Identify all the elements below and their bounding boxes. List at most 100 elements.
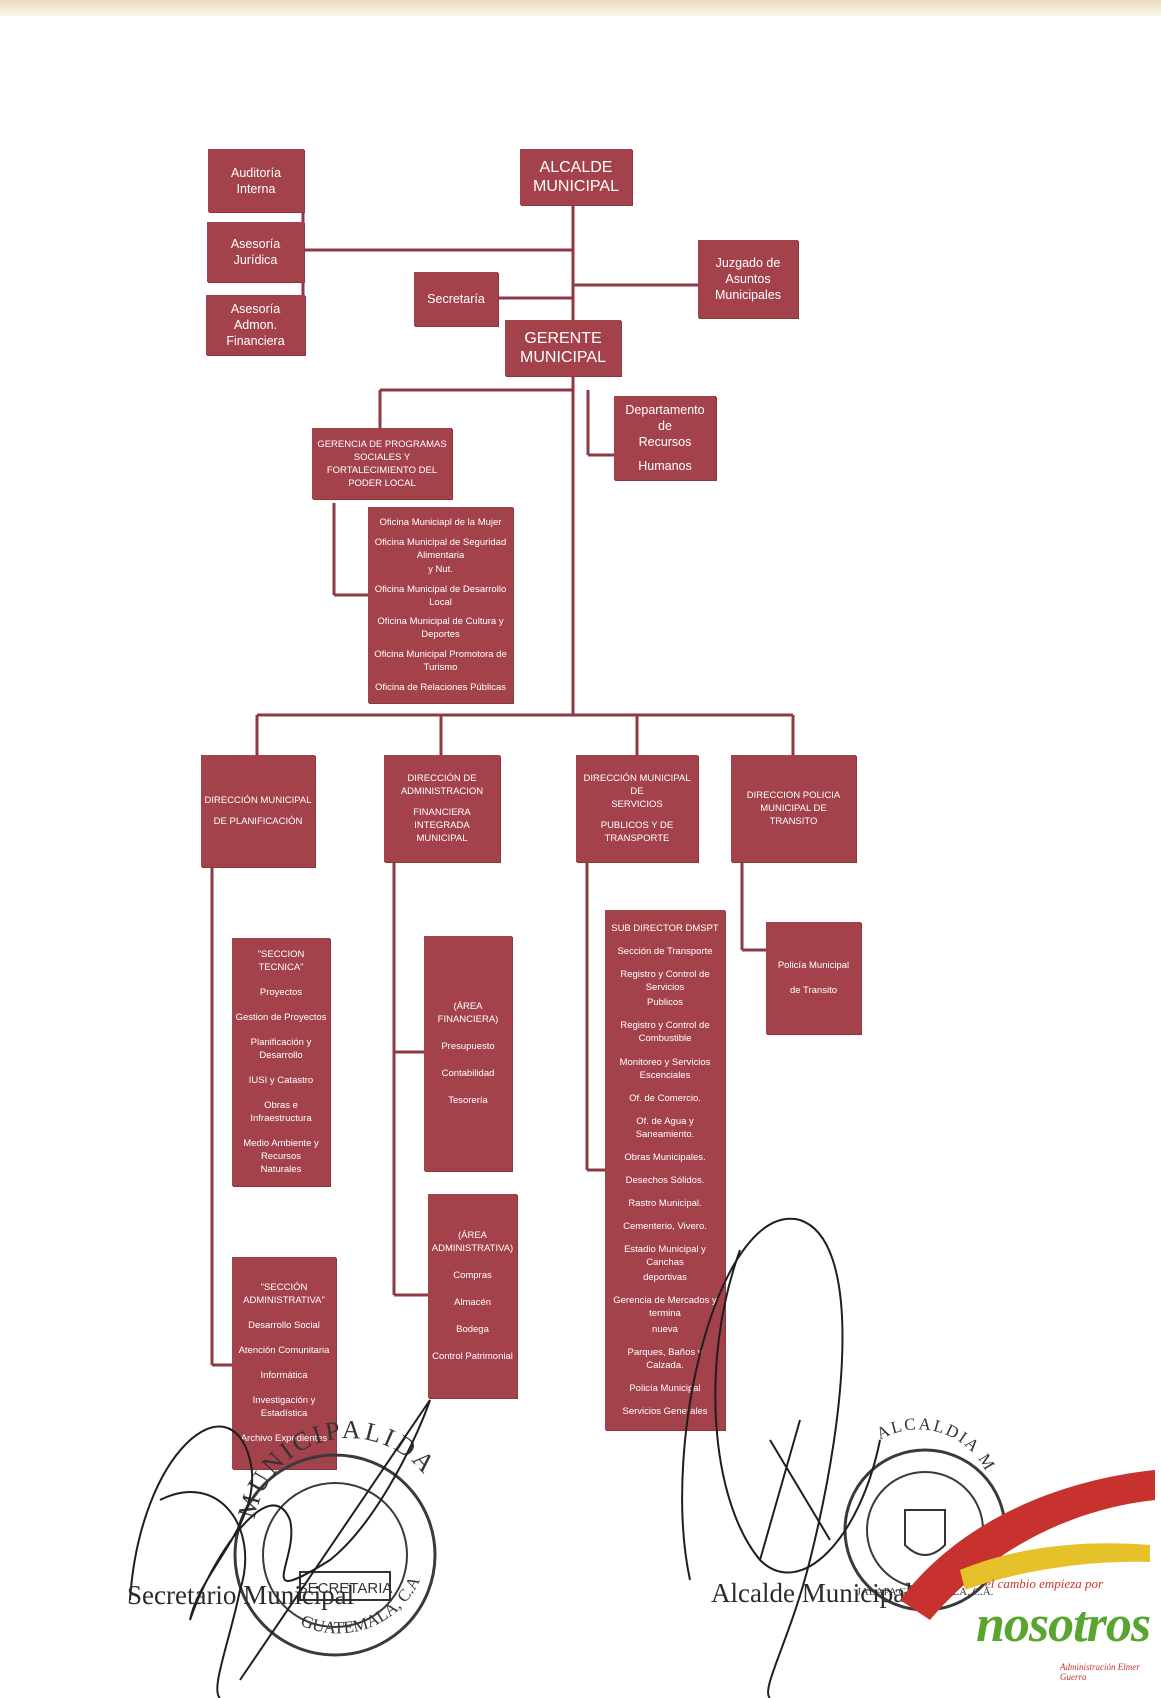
oficina-seguridad-alimentaria-cont: y Nut. <box>428 563 453 575</box>
dir-planificacion-line-1: DIRECCIÓN MUNICIPAL <box>204 795 312 806</box>
oficina-desarrollo-local: Oficina Municipal de Desarrollo Local <box>374 583 507 608</box>
policia-transito-box: Policía Municipal de Transito <box>766 922 861 1034</box>
seccion-tecnica-item: Medio Ambiente y Recursos <box>243 1138 319 1162</box>
seccion-admin-item: Atención Comunitaria <box>238 1345 330 1356</box>
gerente-municipal-box: GERENTE MUNICIPAL <box>505 320 621 376</box>
seccion-tecnica-item: IUSI y Catastro <box>248 1075 314 1086</box>
subdirector-dmspt-box: SUB DIRECTOR DMSPT Sección de Transporte… <box>605 910 725 1430</box>
seccion-admin-item: Desarrollo Social <box>248 1320 320 1331</box>
subdirector-item: deportivas <box>643 1272 687 1284</box>
asesoria-juridica-label: Asesoría Jurídica <box>230 237 281 267</box>
seccion-tecnica-title: "SECCION TECNICA" <box>257 949 305 973</box>
subdirector-item: Desechos Sólidos. <box>625 1174 705 1186</box>
dir-servicios-line-1: DIRECCIÓN MUNICIPAL DE <box>583 773 691 797</box>
subdirector-item: Registro y Control de Combustible <box>620 1020 710 1045</box>
subdirector-item: Parques, Baños y Calzada. <box>627 1346 703 1371</box>
auditoria-interna-box: Auditoría Interna <box>208 149 304 212</box>
subdirector-item: Monitoreo y Servicios Escenciales <box>619 1056 711 1081</box>
asesoria-juridica-box: Asesoría Jurídica <box>207 222 304 282</box>
area-financiera-title: (ÁREA FINANCIERA) <box>437 1001 499 1025</box>
area-financiera-item: Presupuesto <box>441 1041 495 1052</box>
subdirector-item: Publicos <box>647 997 683 1009</box>
gerencia-programas-sociales-box: GERENCIA DE PROGRAMAS SOCIALES Y FORTALE… <box>312 428 452 499</box>
signature-secretario <box>129 1399 431 1698</box>
area-financiera-box: (ÁREA FINANCIERA) Presupuesto Contabilid… <box>424 936 512 1171</box>
dir-policia-line-2: TRANSITO <box>769 816 818 827</box>
dir-admin-line-1: DIRECCIÓN DE ADMINISTRACION <box>400 773 484 797</box>
area-administrativa-item: Compras <box>453 1270 492 1281</box>
policia-transito-line-2: de Transito <box>790 985 837 996</box>
subdirector-item: Obras Municipales. <box>624 1151 706 1163</box>
subdirector-item: Estadio Municipal y Canchas <box>624 1244 706 1269</box>
area-administrativa-item: Almacén <box>454 1297 491 1308</box>
seccion-tecnica-item: Gestion de Proyectos <box>235 1012 327 1023</box>
seccion-admin-item: Informática <box>260 1370 308 1381</box>
subdirector-item: Cementerio, Vivero. <box>623 1221 707 1233</box>
subdirector-item: nueva <box>652 1323 678 1335</box>
seccion-tecnica-item: Obras e Infraestructura <box>250 1100 312 1124</box>
direccion-policia-transito-box: DIRECCION POLICIA MUNICIPAL DE TRANSITO <box>731 755 856 862</box>
oficina-relaciones-publicas: Oficina de Relaciones Públicas <box>375 682 506 694</box>
seccion-tecnica-item: Planificación y Desarrollo <box>250 1037 312 1061</box>
auditoria-label: Auditoría Interna <box>230 165 282 196</box>
seccion-admin-title: "SECCIÓN ADMINISTRATIVA" <box>243 1282 325 1306</box>
oficina-turismo: Oficina Municipal Promotora de Turismo <box>374 649 507 674</box>
dir-servicios-line-2: SERVICIOS <box>611 799 663 810</box>
seccion-tecnica-box: "SECCION TECNICA" Proyectos Gestion de P… <box>232 938 330 1186</box>
alcalde-municipal-box: ALCALDE MUNICIPAL <box>520 149 632 205</box>
logo-subtext: Administración Elmer Guerra <box>1060 1662 1140 1682</box>
oficina-seguridad-alimentaria: Oficina Municipal de Seguridad Alimentar… <box>374 536 507 561</box>
asesoria-admon-line-1: Asesoría Admon. <box>230 302 281 332</box>
juzgado-asuntos-municipales-box: Juzgado de Asuntos Municipales <box>698 240 798 318</box>
rrhh-line-2: Recursos <box>638 435 692 449</box>
secretario-municipal-label: Secretario Municipal <box>127 1580 355 1610</box>
juzgado-line-1: Juzgado de Asuntos <box>715 256 781 286</box>
seccion-tecnica-item: Proyectos <box>259 987 303 998</box>
dir-servicios-line-3: PUBLICOS Y DE TRANSPORTE <box>600 820 674 844</box>
subdirector-item: Rastro Municipal. <box>628 1198 702 1210</box>
secretaria-box: Secretaría <box>414 272 498 326</box>
direccion-planificacion-box: DIRECCIÓN MUNICIPAL DE PLANIFICACIÓN <box>201 755 315 867</box>
asesoria-admon-line-2: Financiera <box>226 334 285 348</box>
recursos-humanos-box: Departamento de Recursos Humanos <box>614 396 716 480</box>
direccion-servicios-publicos-box: DIRECCIÓN MUNICIPAL DE SERVICIOS PUBLICO… <box>576 755 698 862</box>
subdirector-item: Registro y Control de Servicios <box>620 969 710 994</box>
scan-top-edge <box>0 0 1161 16</box>
area-administrativa-item: Bodega <box>456 1324 489 1335</box>
gerente-label: GERENTE MUNICIPAL <box>520 330 606 366</box>
gerencia-line-2: FORTALECIMIENTO DEL PODER LOCAL <box>326 464 438 489</box>
subdirector-item: Sección de Transporte <box>617 946 713 958</box>
seccion-tecnica-item: Naturales <box>260 1164 302 1175</box>
area-administrativa-title: (ÁREA ADMINISTRATIVA) <box>431 1230 514 1254</box>
asesoria-admon-financiera-box: Asesoría Admon. Financiera <box>206 295 305 355</box>
subdirector-title: SUB DIRECTOR DMSPT <box>611 923 719 935</box>
subdirector-item: Servicios Generales <box>622 1405 708 1417</box>
logo-tagline: el cambio empieza por <box>985 1576 1104 1591</box>
alcalde-municipal-label: Alcalde Municipal <box>711 1578 913 1608</box>
signature-alcalde <box>681 1217 881 1698</box>
area-administrativa-item: Control Patrimonial <box>432 1351 513 1362</box>
rrhh-line-1: Departamento de <box>625 403 705 433</box>
secretaria-label: Secretaría <box>427 292 485 306</box>
dir-planificacion-line-2: DE PLANIFICACIÓN <box>213 816 303 827</box>
rrhh-line-3: Humanos <box>638 459 692 473</box>
area-administrativa-box: (ÁREA ADMINISTRATIVA) Compras Almacén Bo… <box>428 1194 517 1398</box>
subdirector-item: Policía Municipal <box>629 1382 701 1394</box>
gerencia-line-1: GERENCIA DE PROGRAMAS SOCIALES Y <box>317 438 447 463</box>
direccion-administracion-financiera-box: DIRECCIÓN DE ADMINISTRACION FINANCIERA I… <box>384 755 500 862</box>
oficina-cultura-deportes: Oficina Municipal de Cultura y Deportes <box>377 616 504 641</box>
seccion-admin-item: Archivo Expedientes <box>240 1433 328 1444</box>
subdirector-item: Gerencia de Mercados y termina <box>613 1295 717 1320</box>
area-financiera-item: Contabilidad <box>441 1068 495 1079</box>
oficinas-municipales-box: Oficina Municiapl de la Mujer Oficina Mu… <box>368 507 513 703</box>
dir-admin-line-3: MUNICIPAL <box>416 833 468 844</box>
dir-policia-line-1: DIRECCION POLICIA MUNICIPAL DE <box>746 790 841 814</box>
dir-admin-line-2: FINANCIERA INTEGRADA <box>413 807 471 831</box>
oficina-mujer: Oficina Municiapl de la Mujer <box>379 516 502 528</box>
policia-transito-line-1: Policía Municipal <box>777 960 850 971</box>
left-seal-center-text: SECRETARIA <box>298 1580 393 1597</box>
logo-wordmark: nosotros <box>976 1596 1151 1653</box>
